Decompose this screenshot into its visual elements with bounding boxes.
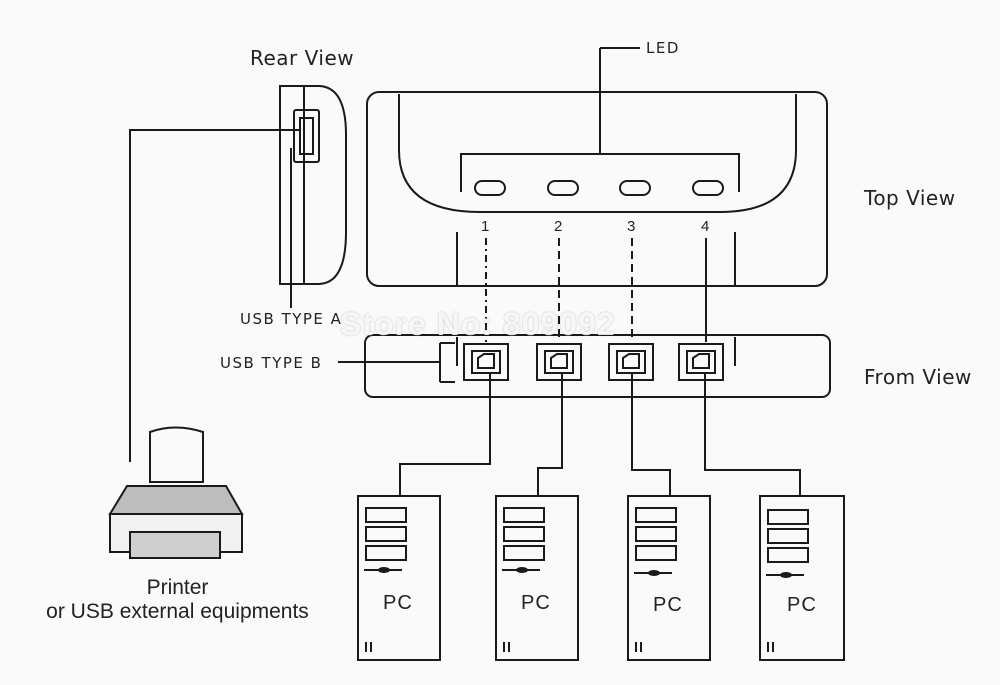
usb-type-a-label: USB TYPE A bbox=[240, 310, 343, 328]
pc-label-2: PC bbox=[521, 592, 551, 614]
led-4 bbox=[692, 180, 724, 196]
printer-cable bbox=[129, 129, 300, 462]
port-number-2: 2 bbox=[554, 218, 563, 235]
printer-label-line-2: or USB external equipments bbox=[46, 600, 309, 623]
pc-cable-4 bbox=[704, 373, 801, 496]
port-number-3: 3 bbox=[627, 218, 636, 235]
front-view-unit bbox=[338, 334, 831, 398]
rear-view-label: Rear View bbox=[250, 46, 355, 70]
printer bbox=[108, 426, 244, 559]
port-number-1: 1 bbox=[481, 218, 490, 235]
front-view-label: From View bbox=[864, 365, 972, 389]
rear-view-unit bbox=[279, 85, 347, 308]
top-view-unit bbox=[366, 47, 828, 287]
port-number-4: 4 bbox=[701, 218, 710, 235]
led-3 bbox=[619, 180, 651, 196]
pc-cable-2 bbox=[537, 373, 563, 496]
led-1 bbox=[474, 180, 506, 196]
pc-label-4: PC bbox=[787, 594, 817, 616]
store-watermark: Store No: 809092 bbox=[340, 306, 616, 342]
top-view-label: Top View bbox=[864, 186, 956, 210]
pc-label-3: PC bbox=[653, 594, 683, 616]
usb-type-b-label: USB TYPE B bbox=[220, 354, 323, 372]
pc-cable-1 bbox=[399, 373, 491, 496]
usb-b-port-2 bbox=[536, 343, 582, 381]
usb-type-a-port bbox=[293, 109, 320, 163]
pc-tower-1 bbox=[357, 495, 441, 661]
printer-label: Printer or USB external equipments bbox=[10, 576, 345, 624]
printer-label-line-1: Printer bbox=[146, 576, 209, 599]
led-label: LED bbox=[646, 39, 680, 57]
pc-tower-3 bbox=[627, 495, 711, 661]
led-2 bbox=[547, 180, 579, 196]
pc-tower-4 bbox=[759, 495, 845, 661]
usb-b-port-4 bbox=[678, 343, 724, 381]
pc-tower-2 bbox=[495, 495, 579, 661]
pc-cable-3 bbox=[631, 373, 671, 496]
usb-b-port-1 bbox=[463, 343, 509, 381]
pc-label-1: PC bbox=[383, 592, 413, 614]
